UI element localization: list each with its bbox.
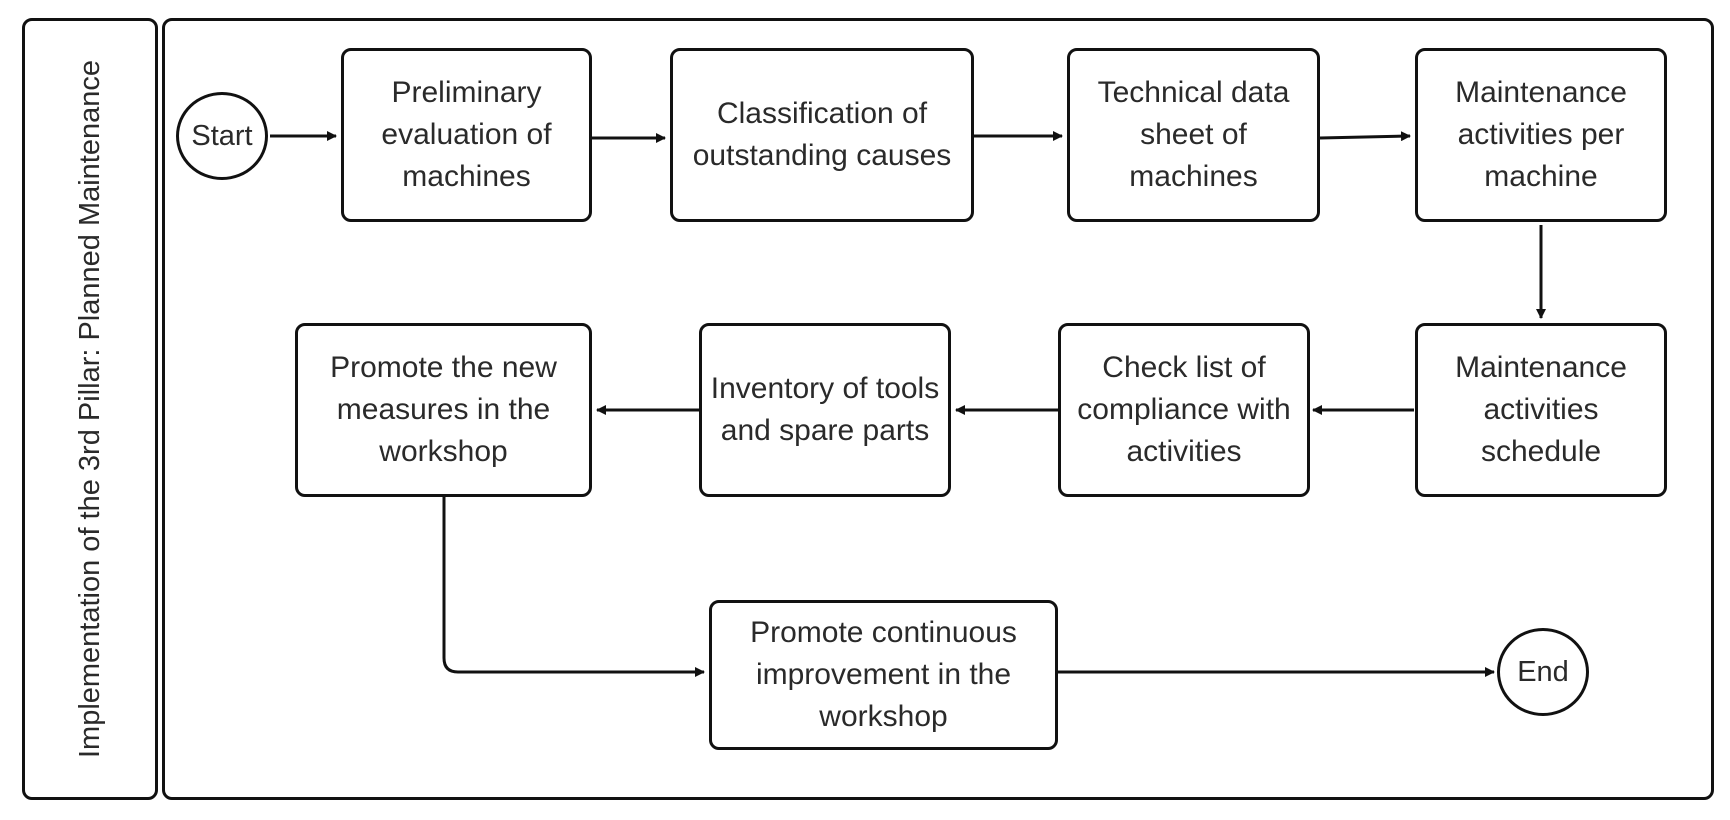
preliminary-evaluation-box: Preliminary evaluation of machines (341, 48, 592, 222)
promote-measures-box: Promote the new measures in the workshop (295, 323, 592, 497)
technical-data-sheet-box: Technical data sheet of machines (1067, 48, 1320, 222)
check-list-box: Check list of compliance with activities (1058, 323, 1310, 497)
classification-causes-box: Classification of outstanding causes (670, 48, 974, 222)
swimlane-header: Implementation of the 3rd Pillar: Planne… (22, 18, 158, 800)
arrow-technical-to-maintenance-per-machine (1319, 131, 1411, 142)
maintenance-per-machine-box: Maintenance activities per machine (1415, 48, 1667, 222)
maintenance-schedule-box: Maintenance activities schedule (1415, 323, 1667, 497)
start-node: Start (176, 92, 268, 180)
arrow-promote-measures-to-continuous (442, 496, 705, 677)
end-node: End (1497, 628, 1589, 716)
continuous-improvement-box: Promote continuous improvement in the wo… (709, 600, 1058, 750)
inventory-tools-box: Inventory of tools and spare parts (699, 323, 951, 497)
